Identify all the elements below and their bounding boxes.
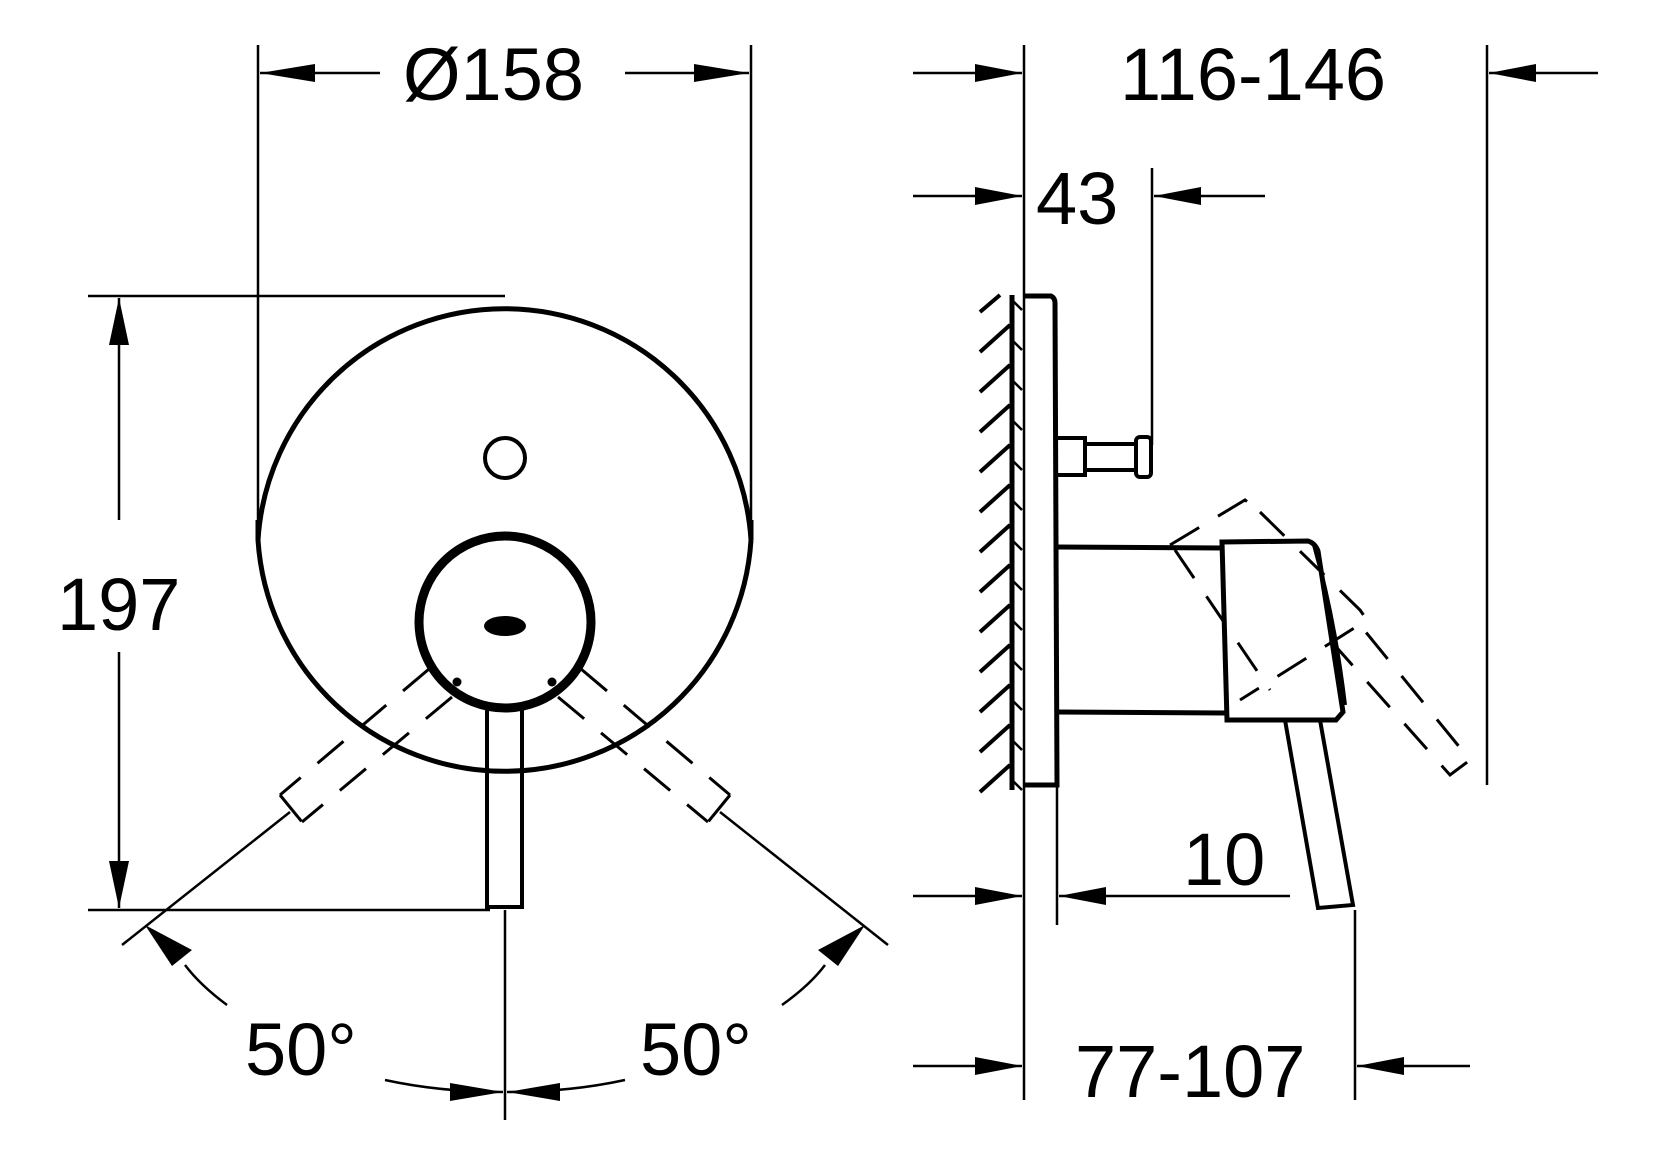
limit-dot-right [547, 677, 557, 687]
arrow-right-icon [975, 1057, 1022, 1075]
overall-depth-label: 116-146 [1120, 33, 1386, 116]
angle-arc-left [184, 964, 228, 1007]
arrow-right-icon [975, 64, 1022, 82]
lever [485, 710, 524, 909]
plate-thickness-label: 10 [1183, 818, 1265, 901]
diverter-knob [483, 436, 527, 480]
front-view: Ø158 197 [57, 33, 889, 1120]
lever-rotated-right [557, 667, 889, 946]
diverter-stem [1085, 442, 1137, 472]
cover-plate [255, 306, 754, 774]
height-label: 197 [57, 563, 180, 646]
indicator-mark [484, 616, 526, 636]
arrow-bottom-right-icon [507, 1083, 560, 1101]
diverter-knob-base [1057, 436, 1087, 477]
arrow-right-icon [694, 64, 749, 82]
arrow-left-icon [1059, 887, 1106, 905]
arrow-angle-left-icon [145, 925, 192, 966]
arrow-angle-right-icon [818, 925, 865, 966]
arrow-right-icon [975, 887, 1022, 905]
angle-right-label: 50° [640, 1008, 752, 1091]
arrow-left-icon [1357, 1057, 1404, 1075]
diverter-depth-label: 43 [1036, 157, 1118, 240]
lever-body [1056, 544, 1226, 716]
lever-handle [1283, 719, 1356, 911]
side-view: 116-146 43 [913, 33, 1598, 1113]
angle-extension-right [719, 811, 889, 946]
lever-rosette [414, 531, 596, 713]
lever-depth-label: 77-107 [1075, 1030, 1305, 1113]
arrow-up-icon [109, 298, 129, 345]
arrow-left-icon [260, 64, 315, 82]
cover-plate-profile [1025, 293, 1060, 788]
arrow-bottom-left-icon [450, 1083, 503, 1101]
angle-left-label: 50° [245, 1008, 357, 1091]
lever-rotated-up [1169, 498, 1473, 778]
arrow-left-icon [1489, 64, 1536, 82]
limit-dot-left [452, 677, 462, 687]
arrow-right-icon [975, 187, 1022, 205]
lever-head-face [1312, 544, 1347, 706]
lever-rotated-left [121, 667, 453, 946]
arrow-left-icon [1154, 187, 1201, 205]
arrow-down-icon [109, 861, 129, 908]
diverter-cap [1134, 435, 1153, 479]
lever-head [1219, 538, 1346, 723]
angle-extension-left [121, 811, 291, 946]
wall-hatching [978, 293, 1023, 794]
diameter-label: Ø158 [403, 33, 584, 116]
angle-arc-right [781, 964, 826, 1007]
